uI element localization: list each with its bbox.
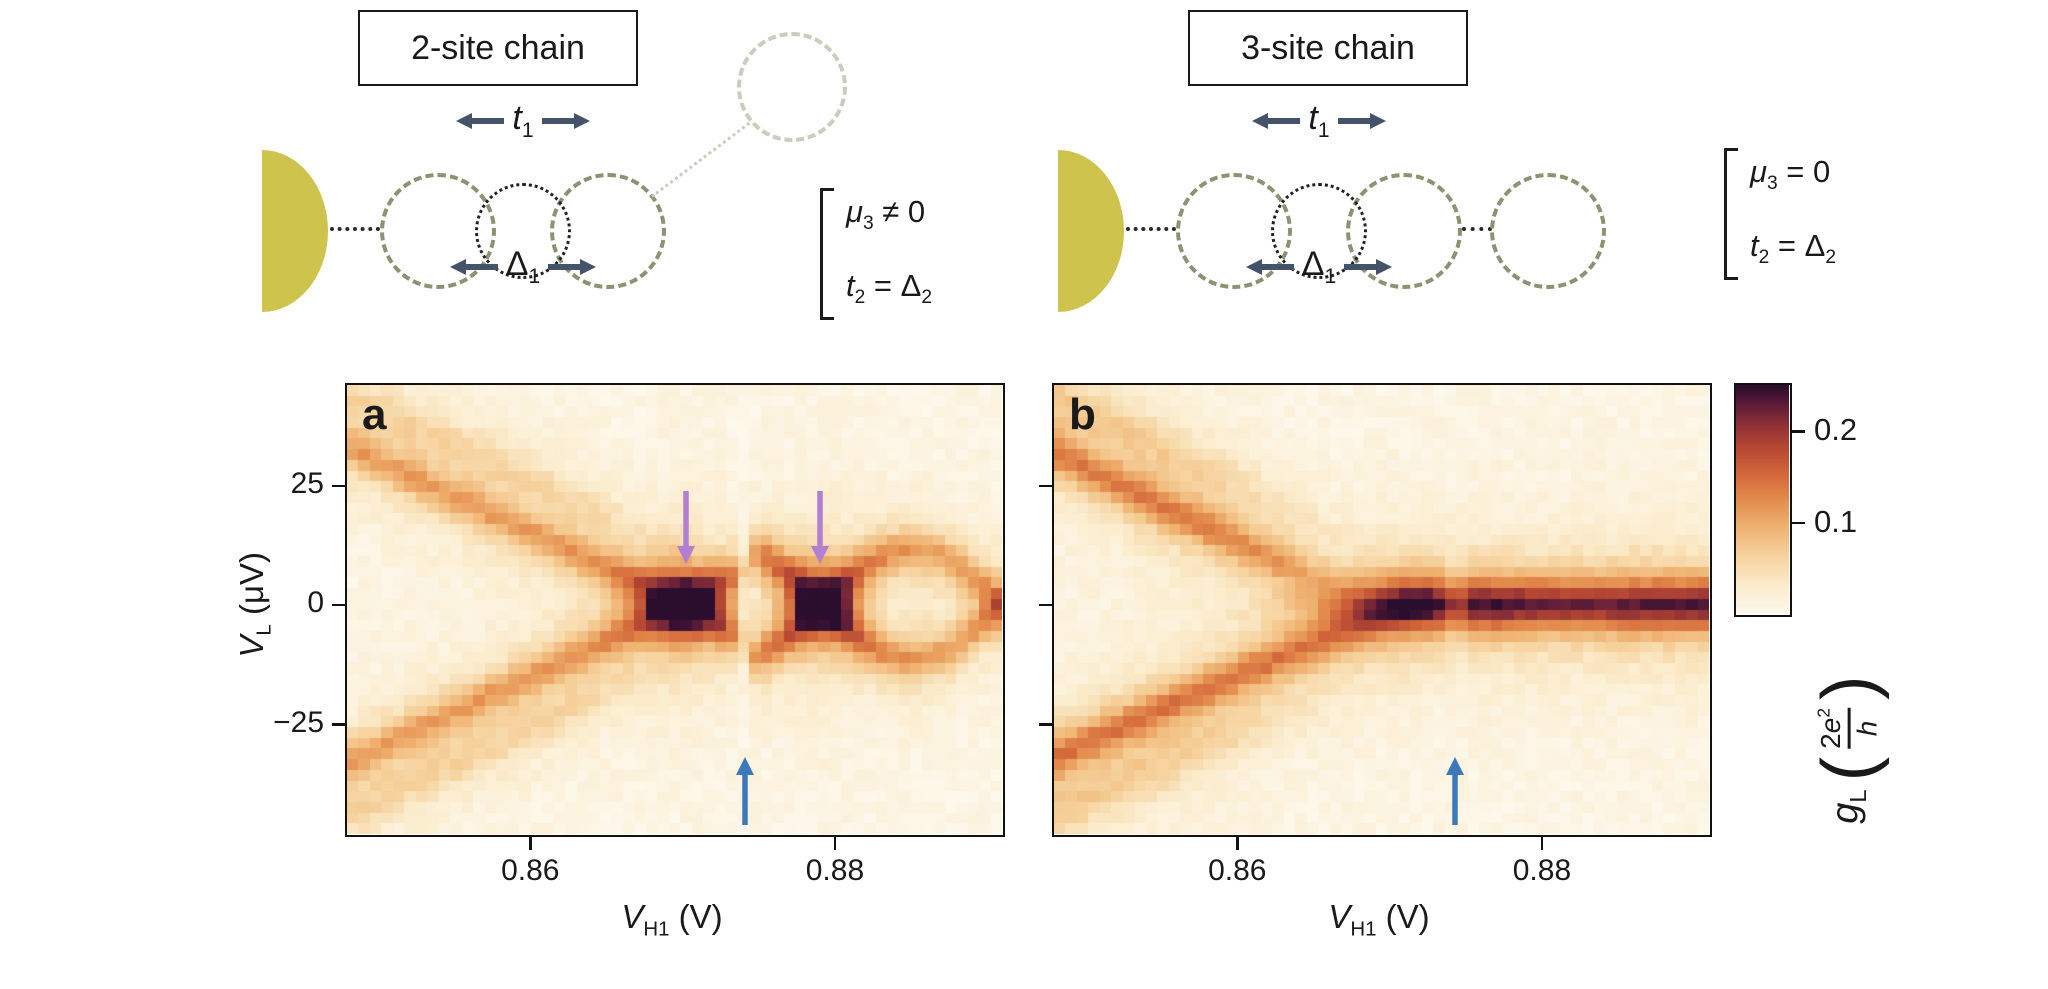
y-tick-label: −25 xyxy=(273,705,324,739)
sweet-spot-arrow xyxy=(676,490,695,564)
t1-label: t1 xyxy=(1308,99,1330,142)
x-tick-mark xyxy=(833,837,837,850)
ghost-connector xyxy=(651,121,751,198)
x-axis-label-a: VH1 (V) xyxy=(621,898,723,941)
arrow-right-icon xyxy=(1337,113,1386,129)
conditions-bracket xyxy=(820,188,834,320)
close-paren: ) xyxy=(1806,675,1890,701)
y-tick-mark xyxy=(332,603,345,607)
sweet-spot-arrow xyxy=(810,490,829,564)
colorbar-tick-label: 0.1 xyxy=(1814,503,1858,539)
t1-label: t1 xyxy=(512,99,534,142)
open-paren: ( xyxy=(1806,757,1890,782)
mu3-condition: μ3 = 0 xyxy=(1750,154,1831,195)
delta1-coupling-arrows: Δ1 xyxy=(428,245,618,288)
colorbar-axis-label: gL ( 2e2 h ) xyxy=(1806,675,1890,825)
colorbar-tick-mark xyxy=(1792,430,1805,433)
colorbar-gradient xyxy=(1736,385,1789,614)
tunnel-connector xyxy=(330,227,380,231)
delta1-label: Δ1 xyxy=(1301,245,1337,288)
y-tick-mark xyxy=(1039,484,1052,488)
arrow-right-icon xyxy=(1344,259,1393,275)
x-tick-mark xyxy=(529,837,532,850)
hybridized-state-ring xyxy=(1271,183,1367,279)
conductance-quantum-fraction: 2e2 h xyxy=(1813,708,1883,750)
delta1-coupling-arrows: Δ1 xyxy=(1224,245,1414,288)
conductance-heatmap-a xyxy=(347,385,1002,834)
x-tick-label: 0.86 xyxy=(1208,854,1267,887)
arrow-left-icon xyxy=(1245,259,1294,275)
colorbar-tick-mark xyxy=(1792,521,1805,525)
y-tick-mark xyxy=(332,723,345,726)
lead-contact xyxy=(1058,150,1124,312)
y-tick-label: 25 xyxy=(290,466,324,500)
x-tick-mark xyxy=(1236,837,1239,850)
arrow-right-icon xyxy=(541,113,590,129)
x-tick-label: 0.88 xyxy=(1512,854,1572,887)
tunnel-connector xyxy=(1126,227,1176,231)
panel-letter-a: a xyxy=(362,390,387,439)
panel-letter-b: b xyxy=(1069,390,1096,439)
y-tick-mark xyxy=(1039,603,1052,607)
t2-delta2-condition: t2 = Δ2 xyxy=(1750,228,1837,269)
t2-delta2-condition: t2 = Δ2 xyxy=(846,268,933,309)
arrow-right-icon xyxy=(548,259,597,275)
two-site-chain-title: 2-site chain xyxy=(358,10,638,86)
y-tick-mark xyxy=(1039,723,1052,726)
conditions-bracket xyxy=(1724,148,1738,280)
arrow-left-icon xyxy=(449,259,498,275)
quantum-dot-ring xyxy=(1490,173,1606,289)
detuned-dot-ghost-ring xyxy=(737,32,847,142)
t1-coupling-arrows: t1 xyxy=(1224,99,1414,142)
conductance-symbol: gL xyxy=(1824,789,1871,825)
arrow-left-icon xyxy=(456,113,505,129)
heatmap-panel-a xyxy=(345,383,1005,837)
charge-jump-arrow xyxy=(1446,757,1465,826)
colorbar-label-wrap: gL ( 2e2 h ) xyxy=(1723,640,1973,860)
conductance-heatmap-b xyxy=(1054,385,1709,834)
x-tick-mark xyxy=(1540,837,1544,850)
x-tick-label: 0.86 xyxy=(501,854,560,887)
lead-contact xyxy=(262,150,328,312)
x-axis-label-b: VH1 (V) xyxy=(1328,898,1430,941)
mu3-condition: μ3 ≠ 0 xyxy=(846,194,926,235)
arrow-left-icon xyxy=(1252,113,1301,129)
hybridized-state-ring xyxy=(475,183,571,279)
y-tick-mark xyxy=(332,484,345,488)
delta1-label: Δ1 xyxy=(505,245,541,288)
heatmap-panel-b xyxy=(1052,383,1712,837)
t1-coupling-arrows: t1 xyxy=(428,99,618,142)
three-site-chain-title: 3-site chain xyxy=(1188,10,1468,86)
charge-jump-arrow xyxy=(736,757,755,826)
colorbar xyxy=(1734,383,1792,617)
x-tick-label: 0.88 xyxy=(805,854,865,887)
colorbar-tick-label: 0.2 xyxy=(1814,412,1858,448)
tunnel-connector xyxy=(1462,227,1492,231)
y-tick-label: 0 xyxy=(307,586,324,620)
